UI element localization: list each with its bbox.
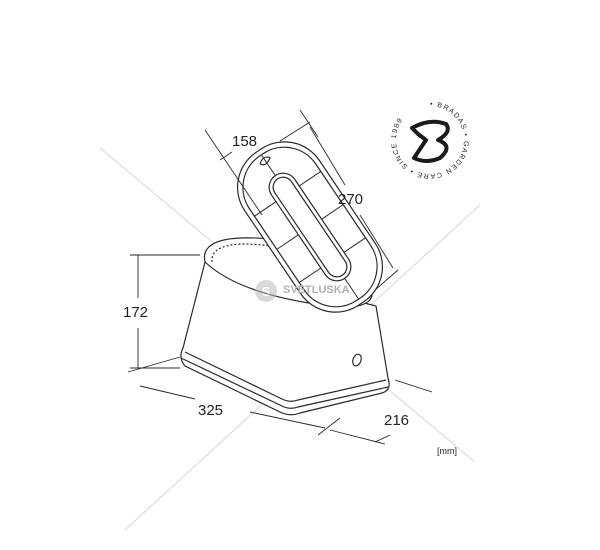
dimension-lines bbox=[127, 109, 433, 445]
svg-text:S: S bbox=[262, 284, 271, 299]
dimension-width: 216 bbox=[384, 412, 410, 429]
unit-label: [mm] bbox=[437, 446, 457, 456]
lid bbox=[236, 141, 384, 313]
dimension-lid-length: 270 bbox=[338, 191, 364, 208]
watermark-text: SVETLUSKA bbox=[283, 284, 350, 296]
dimension-height: 172 bbox=[123, 304, 149, 321]
watermark: S bbox=[255, 280, 277, 302]
bradas-logo: • BRADAS • GARDEN CARE • SINCE 1989 bbox=[391, 101, 469, 179]
svg-text:• BRADAS • GARDEN CARE • SINCE: • BRADAS • GARDEN CARE • SINCE 1989 bbox=[391, 101, 469, 179]
dimension-lid-width: 158 bbox=[232, 133, 258, 150]
dimension-length: 325 bbox=[198, 402, 224, 419]
